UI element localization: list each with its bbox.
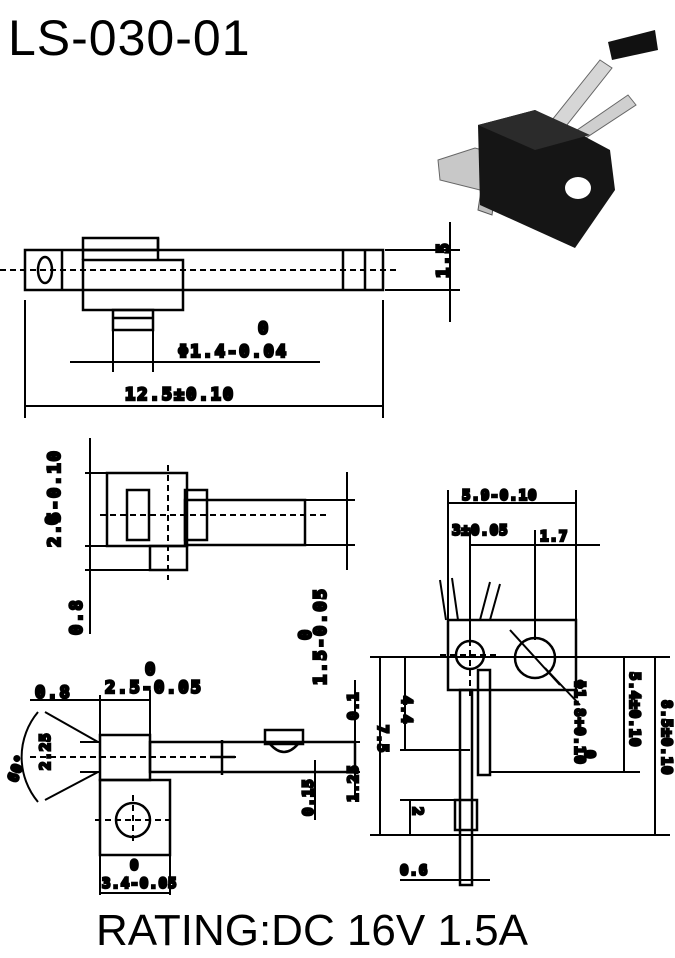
top-lever-dim: 1.5-0.05 <box>311 587 331 685</box>
end-hole-dim: Φ1.8+0.10 <box>571 680 587 765</box>
top-view <box>85 438 355 634</box>
front-thk2-dim: 0.15 <box>301 778 317 816</box>
front-base-dim: 3.4-0.05 <box>102 876 177 892</box>
front-thk1-dim: 0.1 <box>346 692 362 720</box>
model-title: LS-030-01 <box>8 10 251 66</box>
top-width-upper: 0 <box>43 513 63 525</box>
front-left-dim: 0.8 <box>35 683 72 703</box>
side-view <box>0 222 460 418</box>
product-photo <box>437 30 658 248</box>
end-view <box>370 490 670 887</box>
front-base-upper: 0 <box>130 858 139 874</box>
end-2-dim: 2 <box>409 807 425 816</box>
end-0-6-dim: 0.6 <box>400 863 428 879</box>
side-pin-dim: Φ1.4-0.04 <box>178 342 288 362</box>
end-7-5-dim: 7.5 <box>374 725 390 753</box>
front-mid-upper: 0 <box>145 660 157 680</box>
end-1-7-dim: 1.7 <box>540 529 568 545</box>
front-angle-dim: 60° <box>5 752 30 784</box>
front-view <box>20 680 360 895</box>
end-hole-pos-dim: 3±0.05 <box>452 523 509 539</box>
end-8-5-dim: 8.5±0.10 <box>658 700 674 775</box>
side-height-dim: 1.5 <box>434 241 454 278</box>
top-offset-dim: 0.8 <box>67 598 87 635</box>
top-width-dim: 2.5-0.10 <box>45 449 65 547</box>
end-5-4-dim: 5.4±0.10 <box>626 672 642 747</box>
end-4-4-dim: 4.4 <box>398 696 414 724</box>
side-length-dim: 12.5±0.10 <box>125 385 235 405</box>
front-mid-dim: 2.5-0.05 <box>105 678 203 698</box>
end-top-dim: 5.9-0.10 <box>462 488 537 504</box>
front-thk3-dim: 1.25 <box>346 764 362 802</box>
rating-text: RATING:DC 16V 1.5A <box>96 906 528 955</box>
side-pin-tol-upper: 0 <box>258 319 270 339</box>
front-span-dim: 2.25 <box>38 732 54 770</box>
top-lever-upper: 0 <box>296 628 316 640</box>
end-hole-lower: 0 <box>581 750 597 759</box>
